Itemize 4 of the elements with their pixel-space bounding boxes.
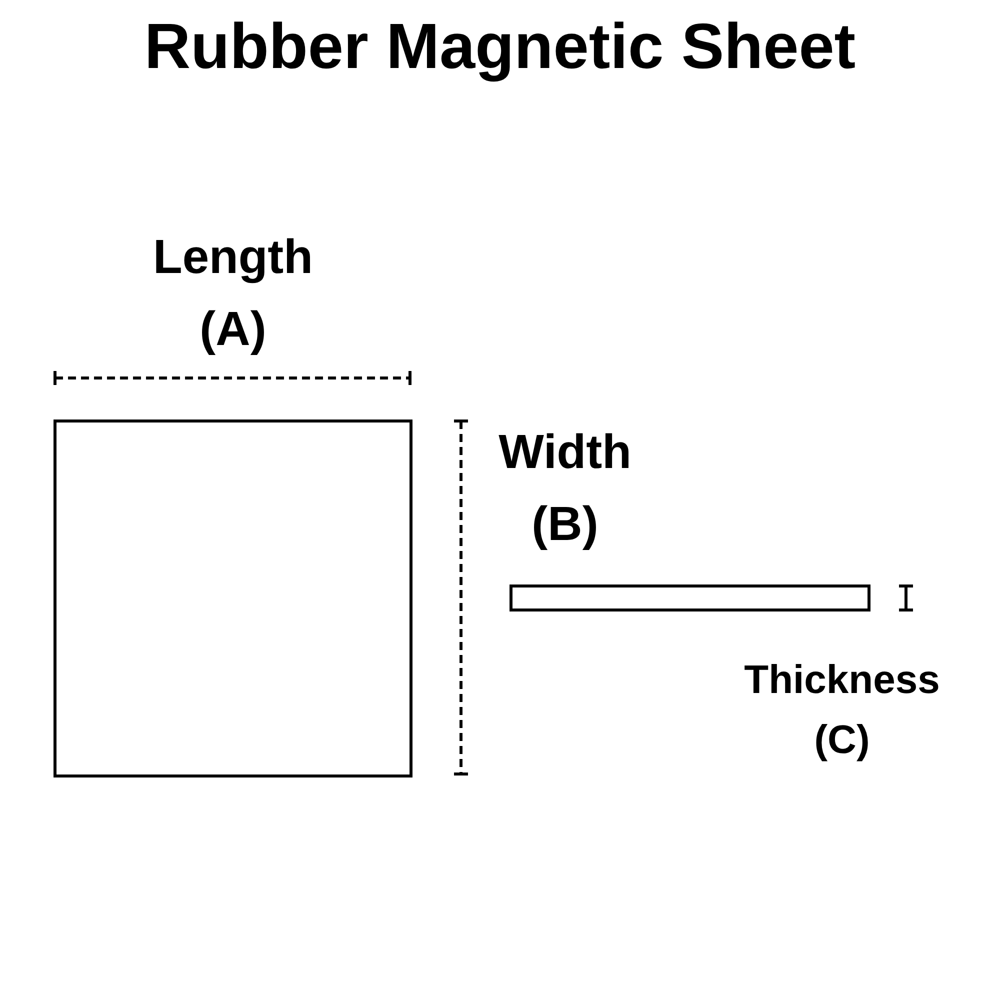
dimension-label: Length (A) xyxy=(152,230,314,358)
title: Rubber Magnetic Sheet xyxy=(143,9,857,84)
dimension-label: Width (B) xyxy=(498,425,632,553)
dimension-label: Thickness (C) xyxy=(743,657,941,764)
